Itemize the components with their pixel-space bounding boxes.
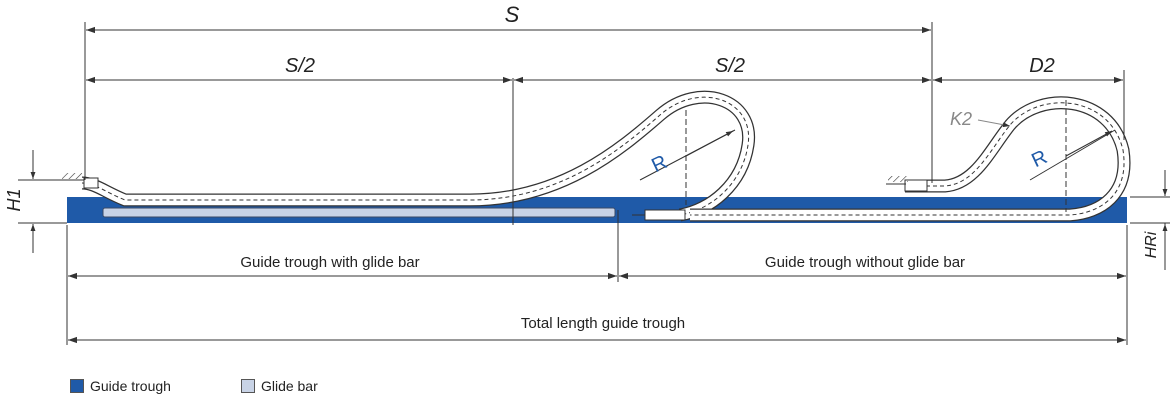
legend-item-guide-trough: Guide trough — [70, 378, 171, 394]
energy-chain-left — [60, 90, 756, 222]
label-total-length: Total length guide trough — [521, 315, 685, 332]
dim-hri — [1130, 170, 1170, 270]
label-r-left: R — [648, 151, 670, 177]
radius-left — [639, 110, 736, 205]
legend-item-glide-bar: Glide bar — [240, 378, 318, 394]
label-r-right: R — [1028, 146, 1050, 172]
dim-h1 — [18, 150, 67, 253]
energy-chain-right — [690, 96, 1131, 222]
legend-label-glide-bar: Glide bar — [260, 378, 318, 394]
label-hri: HRi — [1143, 231, 1160, 258]
label-k2: K2 — [950, 109, 972, 129]
label-without-glide-bar: Guide trough without glide bar — [765, 254, 965, 271]
legend-swatch-guide-trough — [70, 379, 84, 393]
end-bracket-left — [83, 177, 99, 189]
label-s: S — [505, 2, 520, 27]
end-bracket-moving — [644, 209, 686, 221]
legend-swatch-glide-bar — [240, 379, 255, 393]
legend: Guide trough Glide bar — [70, 378, 388, 394]
label-h1: H1 — [4, 188, 24, 211]
end-bracket-right — [904, 179, 928, 192]
fixed-point-hatch-left — [62, 173, 82, 179]
label-with-glide-bar: Guide trough with glide bar — [240, 254, 419, 271]
fixed-point-hatch-right — [888, 176, 908, 182]
label-s-half-left: S/2 — [285, 55, 315, 77]
radius-right — [1029, 100, 1116, 212]
label-d2: D2 — [1029, 55, 1055, 77]
glide-bar — [102, 207, 616, 218]
label-s-half-right: S/2 — [715, 55, 745, 77]
legend-label-guide-trough: Guide trough — [90, 378, 171, 394]
k2-leader — [977, 119, 1011, 128]
